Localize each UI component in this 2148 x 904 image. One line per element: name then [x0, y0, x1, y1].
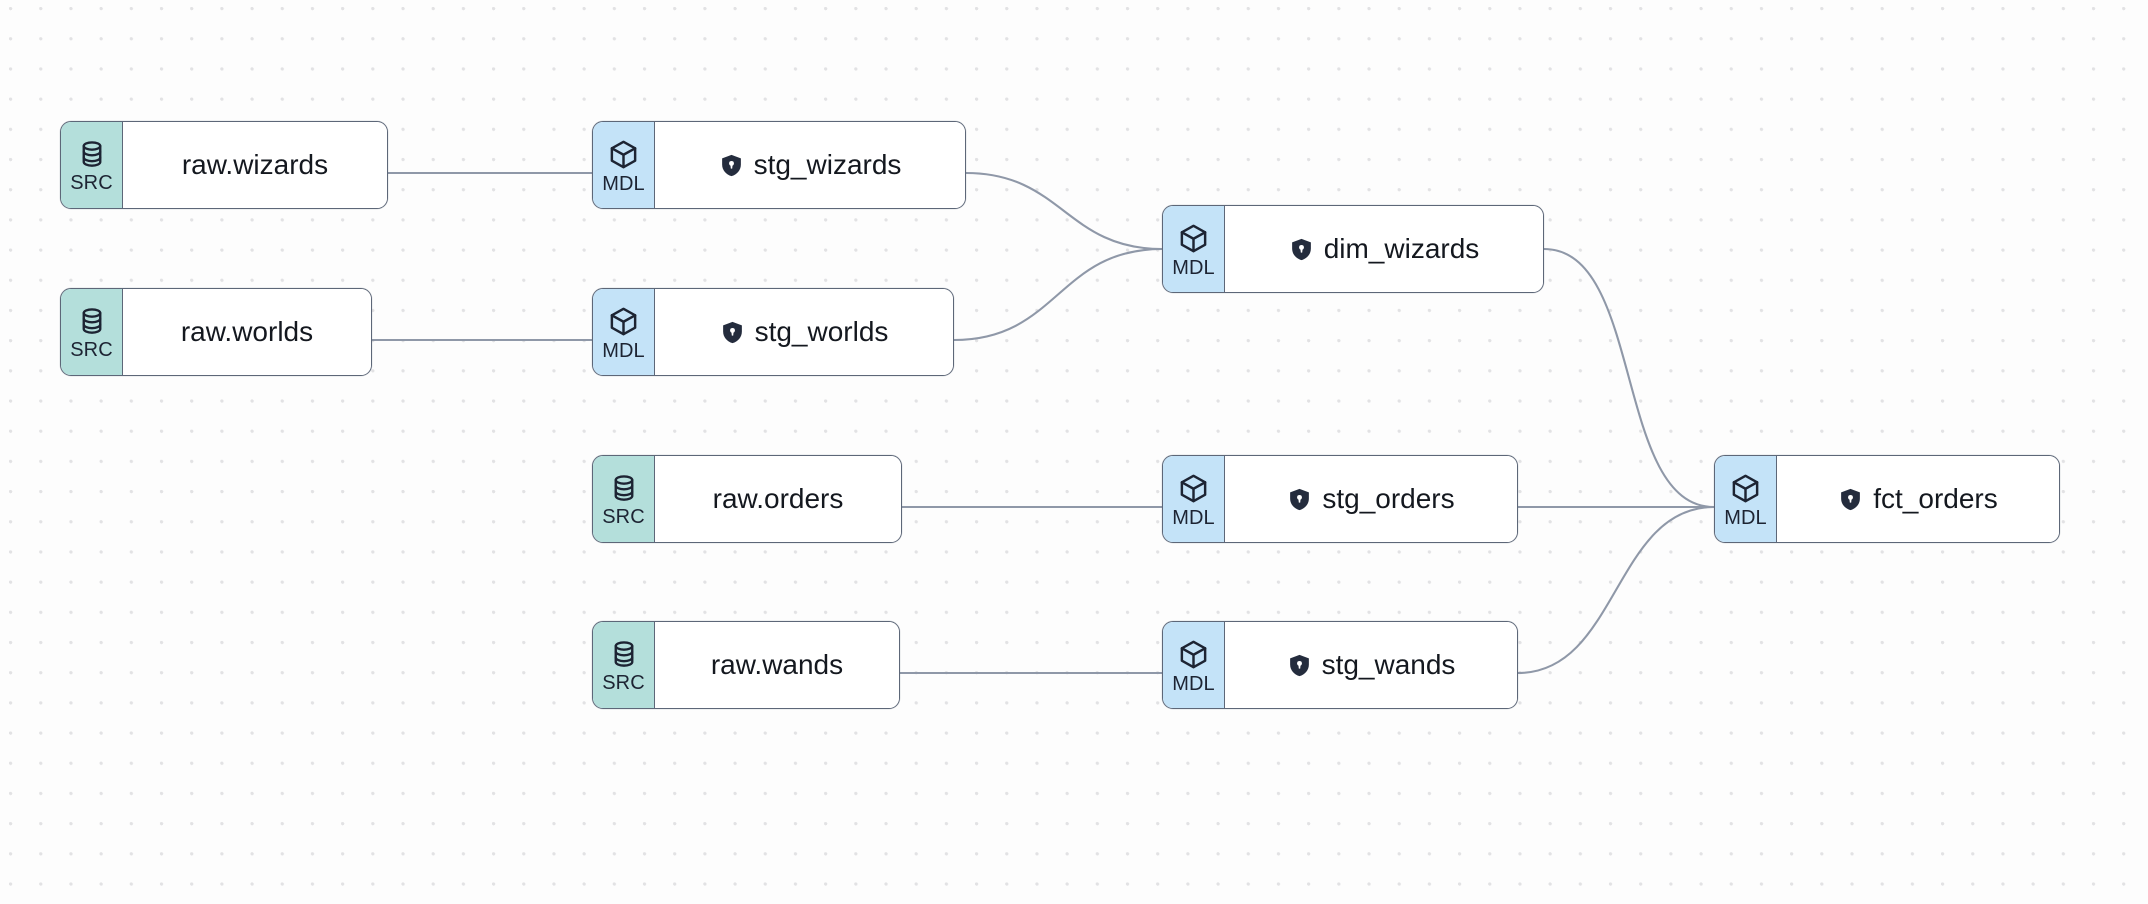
node-label: raw.worlds — [180, 316, 314, 347]
node-fct_orders[interactable]: MDL fct_orders — [1714, 455, 2060, 543]
shield-lock-icon — [1289, 654, 1309, 677]
node-label: raw.wands — [710, 649, 844, 680]
node-badge-mdl: MDL — [1163, 622, 1225, 708]
shield-lock-icon — [1287, 487, 1312, 512]
node-badge-label: SRC — [70, 172, 113, 194]
shield-lock-icon — [1287, 653, 1312, 678]
node-body: raw.wizards — [123, 122, 387, 208]
node-body: fct_orders — [1777, 456, 2059, 542]
node-badge-mdl: MDL — [1163, 456, 1225, 542]
node-stg_worlds[interactable]: MDL stg_worlds — [592, 288, 954, 376]
database-icon — [609, 473, 639, 503]
shield-lock-icon — [719, 153, 744, 178]
node-stg_wizards[interactable]: MDL stg_wizards — [592, 121, 966, 209]
database-icon — [82, 308, 101, 334]
cube-icon — [1730, 473, 1761, 504]
node-badge-label: MDL — [1172, 506, 1215, 529]
node-badge-label: MDL — [1724, 506, 1767, 529]
edge-dim_wizards-to-fct_orders[interactable] — [1542, 247, 1716, 509]
database-icon — [614, 641, 633, 667]
cube-icon — [1180, 224, 1207, 252]
node-badge-mdl: MDL — [593, 122, 655, 208]
node-raw_wands[interactable]: SRC raw.wands — [592, 621, 900, 709]
node-badge-label: MDL — [1172, 672, 1215, 695]
node-body: stg_wands — [1225, 622, 1517, 708]
node-raw_worlds[interactable]: SRC raw.worlds — [60, 288, 372, 376]
node-dim_wizards[interactable]: MDL dim_wizards — [1162, 205, 1544, 293]
cube-icon — [1732, 474, 1759, 502]
node-badge-mdl: MDL — [1715, 456, 1777, 542]
cube-icon — [610, 307, 637, 335]
node-badge-label: SRC — [602, 672, 645, 694]
node-badge-mdl: MDL — [1163, 206, 1225, 292]
node-badge-label: SRC — [602, 506, 645, 528]
database-icon — [82, 141, 101, 167]
cube-icon — [608, 139, 639, 170]
node-body: raw.orders — [655, 456, 901, 542]
node-body: stg_worlds — [655, 289, 953, 375]
shield-lock-icon — [1841, 488, 1861, 511]
node-badge-label: MDL — [1172, 256, 1215, 279]
cube-icon — [1178, 473, 1209, 504]
node-badge-src: SRC — [593, 622, 655, 708]
node-label: dim_wizards — [1323, 233, 1480, 264]
database-icon — [614, 475, 633, 501]
edge-stg_wands-to-fct_orders[interactable] — [1516, 505, 1716, 675]
node-badge-label: MDL — [602, 339, 645, 362]
node-label: stg_orders — [1322, 483, 1455, 514]
node-body: stg_wizards — [655, 122, 965, 208]
node-body: raw.worlds — [123, 289, 371, 375]
node-badge-label: SRC — [70, 339, 113, 361]
shield-lock-icon — [720, 320, 745, 345]
edge-stg_worlds-to-dim_wizards[interactable] — [952, 247, 1164, 342]
shield-lock-icon — [721, 154, 741, 177]
cube-icon — [610, 140, 637, 168]
node-badge-mdl: MDL — [593, 289, 655, 375]
node-label: fct_orders — [1873, 483, 1998, 514]
node-body: stg_orders — [1225, 456, 1517, 542]
node-body: dim_wizards — [1225, 206, 1543, 292]
node-raw_orders[interactable]: SRC raw.orders — [592, 455, 902, 543]
cube-icon — [1180, 640, 1207, 668]
shield-lock-icon — [1289, 237, 1314, 262]
cube-icon — [1178, 223, 1209, 254]
shield-lock-icon — [1838, 487, 1863, 512]
shield-lock-icon — [1290, 488, 1310, 511]
database-icon — [77, 139, 107, 169]
shield-lock-icon — [722, 321, 742, 344]
node-label: stg_worlds — [754, 316, 889, 347]
cube-icon — [608, 306, 639, 337]
edge-stg_wizards-to-dim_wizards[interactable] — [964, 171, 1164, 251]
node-raw_wizards[interactable]: SRC raw.wizards — [60, 121, 388, 209]
node-badge-label: MDL — [602, 172, 645, 195]
node-stg_orders[interactable]: MDL stg_orders — [1162, 455, 1518, 543]
cube-icon — [1178, 639, 1209, 670]
node-badge-src: SRC — [61, 289, 123, 375]
node-badge-src: SRC — [61, 122, 123, 208]
node-label: raw.orders — [712, 483, 844, 514]
node-badge-src: SRC — [593, 456, 655, 542]
node-stg_wands[interactable]: MDL stg_wands — [1162, 621, 1518, 709]
node-label: stg_wizards — [753, 149, 902, 180]
shield-lock-icon — [1291, 238, 1311, 261]
node-label: stg_wands — [1321, 649, 1456, 680]
database-icon — [77, 306, 107, 336]
database-icon — [609, 639, 639, 669]
node-body: raw.wands — [655, 622, 899, 708]
node-label: raw.wizards — [181, 149, 329, 180]
cube-icon — [1180, 474, 1207, 502]
